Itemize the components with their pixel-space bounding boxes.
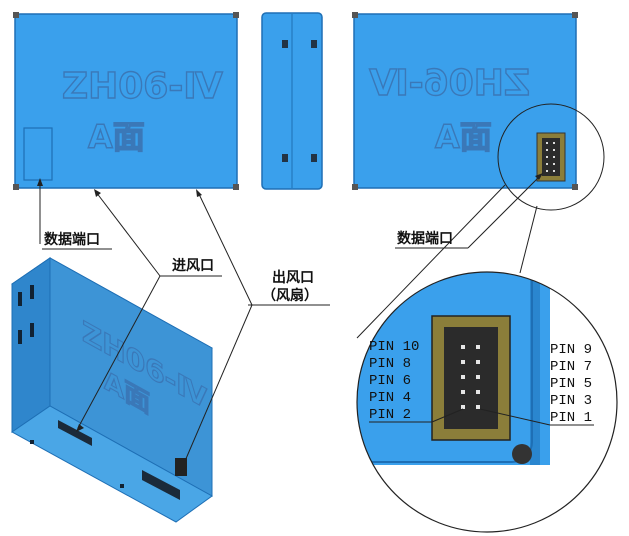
callout-data-port-right: 数据端口 xyxy=(395,173,543,249)
pin-label: PIN 6 xyxy=(369,373,411,389)
pin-label: PIN 9 xyxy=(550,342,592,358)
callout-inlet: 进风口 xyxy=(76,189,222,432)
back-model-emboss-mirrored: ZH06-Ⅳ xyxy=(369,63,530,104)
front-model-emboss: ZH06-Ⅳ xyxy=(62,66,223,107)
pin-label: PIN 5 xyxy=(550,376,592,392)
data-port-label: 数据端口 xyxy=(44,231,100,248)
pin-label: PIN 3 xyxy=(550,393,592,409)
pin-label: PIN 8 xyxy=(369,356,411,372)
zoom-source-circle xyxy=(497,103,605,211)
data-port-label-right: 数据端口 xyxy=(397,230,453,247)
zoom-detail xyxy=(356,184,618,533)
inlet-label: 进风口 xyxy=(172,258,214,274)
pin-label: PIN 4 xyxy=(369,390,411,406)
isometric-view: ZH06-Ⅳ A面 xyxy=(11,257,213,523)
pin-label: PIN 2 xyxy=(369,407,411,423)
pin-labels-left: PIN 10 PIN 8 PIN 6 PIN 4 PIN 2 xyxy=(369,339,464,423)
back-view: ZH06-Ⅳ A面 xyxy=(352,12,605,211)
zoom-circle xyxy=(356,271,618,533)
side-view xyxy=(261,12,323,190)
pin-labels-right: PIN 9 PIN 7 PIN 5 PIN 3 PIN 1 xyxy=(479,342,594,426)
pin-label: PIN 10 xyxy=(369,339,419,355)
back-side-emboss: A面 xyxy=(435,118,492,156)
callout-outlet: 出风口 （风扇） xyxy=(180,189,330,472)
callout-data-port-left: 数据端口 xyxy=(37,178,112,250)
pin-label: PIN 7 xyxy=(550,359,592,375)
pin-label: PIN 1 xyxy=(550,410,592,426)
outlet-label-line1: 出风口 xyxy=(272,269,314,286)
front-data-port-outline xyxy=(23,127,53,181)
front-side-emboss: A面 xyxy=(88,118,145,156)
outlet-label-line2: （风扇） xyxy=(262,287,318,304)
front-view: ZH06-Ⅳ A面 xyxy=(13,12,239,190)
